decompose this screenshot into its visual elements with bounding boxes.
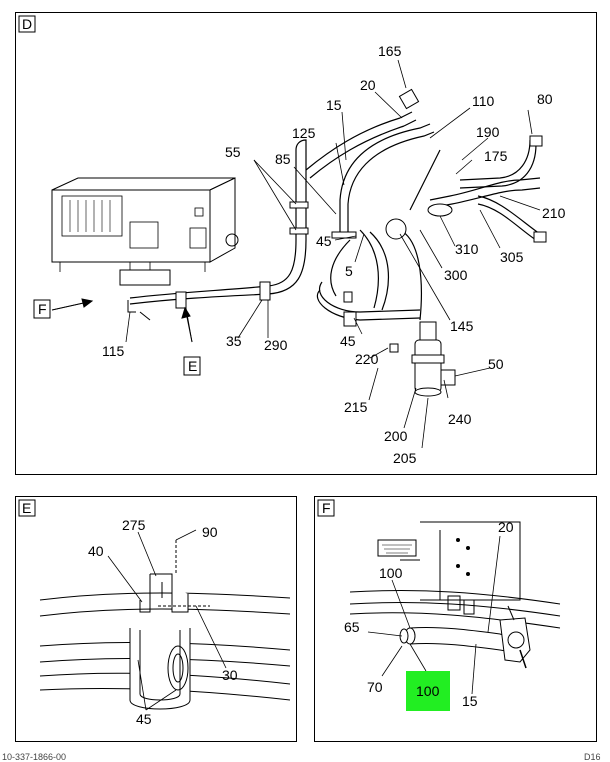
callout: 125: [292, 125, 316, 141]
callout: 115: [102, 343, 125, 359]
callout: 70: [367, 679, 383, 695]
callout: 20: [360, 77, 376, 93]
callout: 275: [122, 517, 146, 533]
footer-left: 10-337-1866-00: [2, 752, 67, 762]
callout: 305: [500, 249, 524, 265]
callout: 190: [476, 124, 500, 140]
view-f-art: [349, 521, 561, 669]
callout: 45: [316, 233, 332, 249]
callout: 85: [275, 151, 291, 167]
callout: 90: [202, 524, 218, 540]
callout: 45: [136, 711, 152, 727]
callout: 35: [226, 333, 242, 349]
view-tags: D E F: [18, 15, 335, 517]
receiver-drier: [411, 321, 456, 397]
callout: 165: [378, 43, 402, 59]
callout: 40: [88, 543, 104, 559]
callout: 215: [344, 399, 368, 415]
callout: 300: [444, 267, 468, 283]
callout: 65: [344, 619, 360, 635]
view-d-arrows: [51, 298, 193, 343]
highlight-box: [406, 671, 450, 711]
callout: 205: [393, 450, 417, 466]
view-f-leaders: [367, 535, 501, 695]
view-e-tag: E: [22, 500, 31, 516]
callout: 110: [472, 93, 495, 109]
callout: 45: [340, 333, 356, 349]
callout: 30: [222, 667, 238, 683]
sensor-145: [385, 218, 407, 240]
callout: 210: [542, 205, 566, 221]
callout: 145: [450, 318, 474, 334]
view-d-art: [51, 88, 547, 397]
view-e-callouts: 275 90 40 30 45: [88, 517, 238, 727]
view-f-reference: F: [38, 301, 47, 317]
callout: 240: [448, 411, 472, 427]
callout: 15: [326, 97, 342, 113]
callout: 100: [379, 565, 403, 581]
callout: 50: [488, 356, 504, 372]
view-f-tag: F: [322, 500, 331, 516]
callout: 20: [498, 519, 514, 535]
hose-lines: [129, 111, 541, 321]
footer-right: D16: [584, 752, 601, 762]
view-f-callouts: 20 100 65 70 100 15: [344, 519, 514, 709]
view-f-panel: [314, 496, 597, 742]
view-e-art: [39, 540, 291, 710]
callout: 55: [225, 144, 241, 160]
highlighted-callout: 100: [416, 683, 440, 699]
callout: 310: [455, 241, 479, 257]
callout: 175: [484, 148, 508, 164]
callout: 220: [355, 351, 379, 367]
view-e-leaders: [107, 529, 227, 711]
callout: 5: [345, 263, 353, 279]
callout: 80: [537, 91, 553, 107]
unit-box: [51, 177, 239, 286]
view-e-reference: E: [188, 358, 197, 374]
view-d-tag: D: [22, 16, 32, 32]
view-d-callouts: 165 20 110 80 15 125 190 175 55 85 210 4…: [38, 43, 566, 466]
callout: 290: [264, 337, 288, 353]
callout: 15: [462, 693, 478, 709]
callout: 200: [384, 428, 408, 444]
